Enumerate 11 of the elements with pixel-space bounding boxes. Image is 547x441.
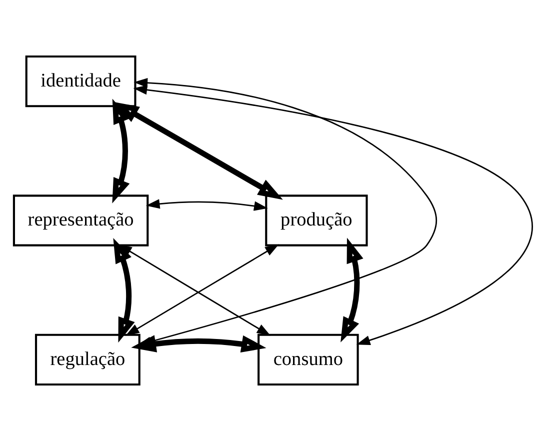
node-box: consumo [258,334,359,386]
node-box: representação [12,194,149,246]
node-box: identidade [25,55,136,108]
arrow [146,199,268,211]
arrow [133,85,533,345]
arrow [112,98,130,204]
arrow [340,238,364,342]
arrow [113,238,135,343]
node-box: produção [265,194,368,246]
arrow [114,102,283,200]
node-box: regulação [34,334,140,386]
